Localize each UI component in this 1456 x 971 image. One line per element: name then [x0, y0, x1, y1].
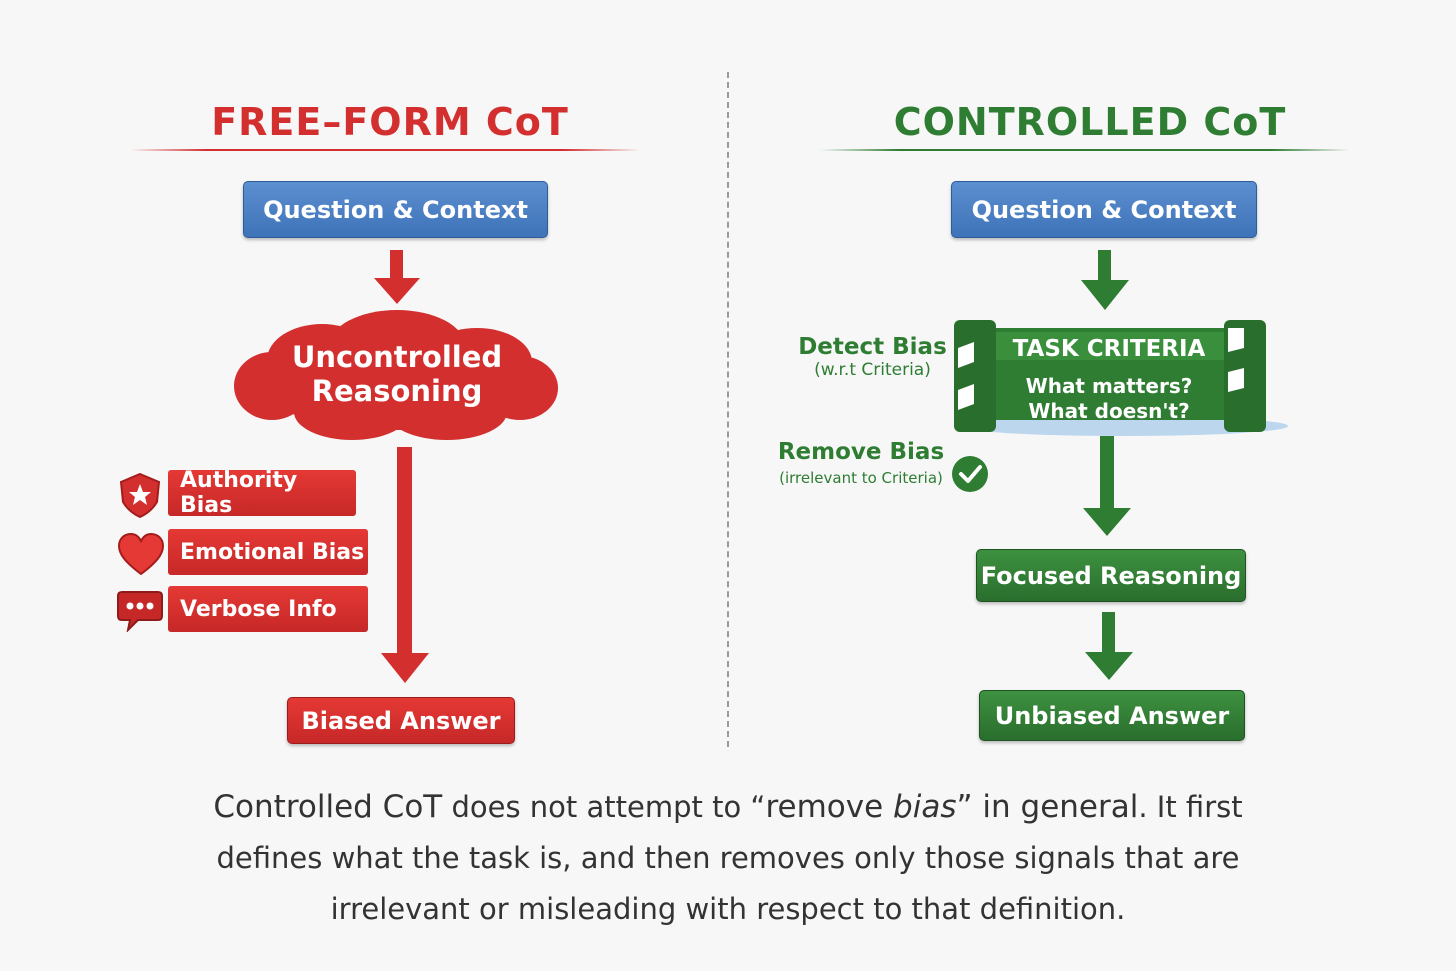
left-question-label: Question & Context — [263, 195, 528, 224]
detect-bias-title: Detect Bias — [798, 334, 947, 360]
detect-bias-sub: (w.r.t Criteria) — [814, 360, 931, 380]
uncontrolled-reasoning-cloud — [234, 310, 558, 440]
caption-remove: remove — [765, 789, 894, 825]
cloud-text: Uncontrolled Reasoning — [262, 340, 532, 408]
caption-line-2: defines what the task is, and then remov… — [216, 841, 1240, 875]
task-criteria-gate — [954, 320, 1288, 436]
right-question-label: Question & Context — [971, 195, 1237, 224]
caption-seg-2: does not attempt to “ — [442, 790, 766, 824]
bias-tag-authority-label: Authority Bias — [180, 468, 298, 518]
biased-answer-box: Biased Answer — [287, 697, 515, 744]
left-question-context-box: Question & Context — [243, 181, 548, 238]
cloud-line-2: Reasoning — [311, 374, 483, 408]
center-divider — [727, 72, 729, 747]
right-arrow-down-1 — [1081, 250, 1129, 310]
caption-bias: bias — [893, 789, 957, 825]
caption-controlled-cot: Controlled CoT — [213, 789, 443, 825]
bias-tag-verbose-label: Verbose Info — [180, 596, 337, 622]
task-criteria-questions: What matters? What doesn't? — [996, 374, 1222, 424]
bias-tag-authority: Authority Bias — [168, 468, 356, 518]
focused-reasoning-box: Focused Reasoning — [976, 549, 1246, 602]
caption-in-general: ” in general — [956, 789, 1139, 825]
right-question-context-box: Question & Context — [951, 181, 1257, 238]
right-title-underline — [820, 149, 1350, 151]
star-shield-icon — [119, 472, 161, 518]
cloud-line-1: Uncontrolled — [291, 340, 503, 374]
biased-answer-label: Biased Answer — [301, 706, 501, 735]
caption-line-1: Controlled CoT does not attempt to “remo… — [150, 782, 1306, 833]
right-arrow-down-3 — [1085, 612, 1133, 680]
unbiased-answer-box: Unbiased Answer — [979, 690, 1245, 741]
remove-bias-title: Remove Bias — [777, 439, 945, 465]
task-criteria-title: TASK CRITERIA — [1012, 336, 1206, 362]
heart-icon — [117, 532, 165, 576]
remove-bias-label: Remove Bias (irrelevant to Criteria) — [768, 439, 954, 487]
caption-line-3: irrelevant or misleading with respect to… — [330, 892, 1126, 926]
criteria-line-2: What doesn't? — [1028, 399, 1190, 423]
bias-tag-emotional: Emotional Bias — [168, 529, 368, 575]
criteria-line-1: What matters? — [1025, 374, 1193, 398]
unbiased-answer-label: Unbiased Answer — [994, 701, 1230, 730]
speech-bubble-icon — [117, 591, 163, 632]
detect-bias-label: Detect Bias (w.r.t Criteria) — [790, 334, 955, 380]
remove-bias-sub: (irrelevant to Criteria) — [779, 469, 943, 487]
left-title-underline — [130, 149, 640, 151]
controlled-cot-title: CONTROLLED CoT — [893, 100, 1287, 144]
left-arrow-down-1 — [374, 250, 420, 304]
caption-text: Controlled CoT does not attempt to “remo… — [150, 782, 1306, 935]
caption-it-first: . It first — [1138, 790, 1243, 824]
right-arrow-down-2 — [1083, 436, 1131, 536]
left-arrow-down-long — [381, 447, 429, 683]
bias-tag-verbose: Verbose Info — [168, 586, 368, 632]
free-form-cot-title: FREE–FORM CoT — [211, 100, 569, 144]
check-circle-icon — [952, 456, 988, 492]
focused-reasoning-label: Focused Reasoning — [980, 561, 1242, 590]
bias-tag-emotional-label: Emotional Bias — [180, 539, 365, 565]
